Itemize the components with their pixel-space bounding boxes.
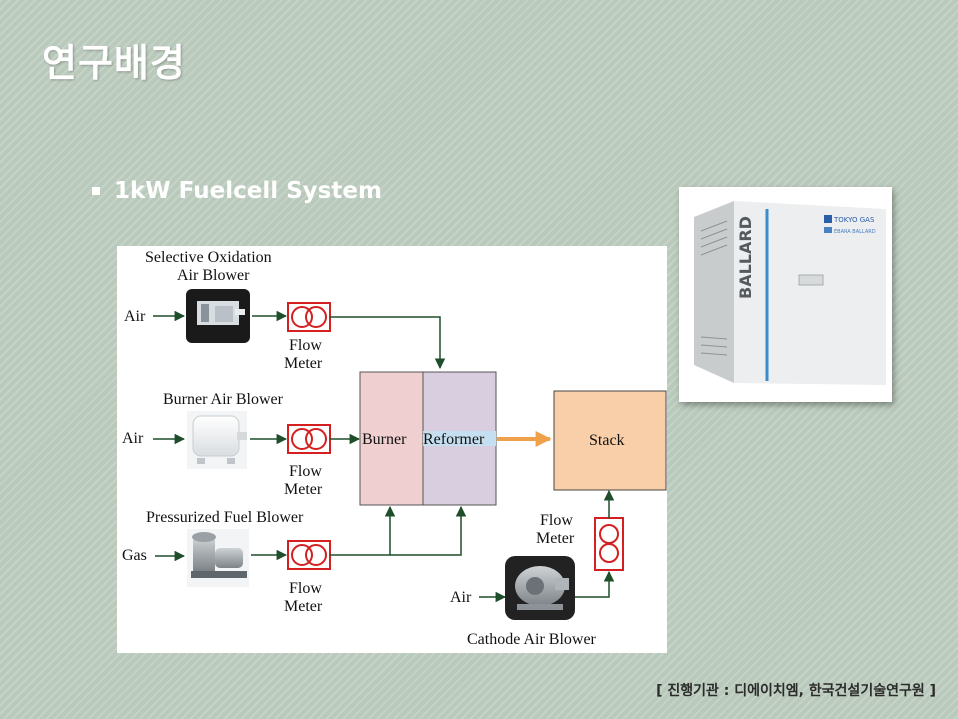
flow-meter-cathode — [594, 517, 624, 571]
cathode-air-blower-image — [505, 556, 575, 620]
fuel-blower-label: Pressurized Fuel Blower — [146, 509, 304, 526]
flow-meter-cathode-label-2: Meter — [536, 530, 575, 547]
reformer-label: Reformer — [423, 431, 485, 448]
logo-bottom-text: EBARA BALLARD — [834, 229, 876, 235]
unit-display-panel — [798, 274, 824, 286]
fuelcell-unit-photo: BALLARD TOKYO GAS EBARA BALLARD — [679, 187, 892, 402]
burner-block — [359, 371, 424, 506]
logo-top-text: TOKYO GAS — [833, 216, 875, 224]
selective-blower-label-2: Air Blower — [177, 267, 250, 284]
unit-front-panel — [734, 201, 886, 385]
flow-meter-3-label-2: Meter — [284, 598, 323, 615]
selective-blower-label-1: Selective Oxidation — [145, 249, 272, 266]
stack-block — [553, 390, 667, 491]
flow-meter-3-label-1: Flow — [289, 580, 322, 597]
burner-air-blower-image — [187, 411, 247, 469]
flow-meter-1 — [287, 302, 331, 332]
selective-oxidation-blower-image — [186, 289, 250, 343]
air-input-label-2: Air — [122, 430, 144, 447]
gas-input-label: Gas — [122, 547, 147, 564]
burner-blower-label: Burner Air Blower — [163, 391, 284, 408]
flow-meter-2-label-2: Meter — [284, 481, 323, 498]
flow-meter-1-label-1: Flow — [289, 337, 322, 354]
bullet-square-icon — [92, 187, 100, 195]
brand-vertical-text: BALLARD — [736, 216, 755, 299]
unit-side-panel — [694, 201, 734, 383]
side-vent-icon — [700, 220, 728, 356]
bullet-item: 1kW Fuelcell System — [92, 178, 382, 204]
flow-meter-2 — [287, 424, 331, 454]
flow-meter-2-label-1: Flow — [289, 463, 322, 480]
air-input-label-cathode: Air — [450, 589, 472, 606]
tokyo-gas-logo-icon: TOKYO GAS EBARA BALLARD — [824, 215, 876, 235]
meter3-to-reformer-arrow — [390, 505, 467, 556]
flow-meter-3 — [287, 540, 331, 570]
burner-label: Burner — [362, 431, 407, 448]
flow-meter-1-label-2: Meter — [284, 355, 323, 372]
pressurized-fuel-blower-image — [187, 529, 249, 587]
footer-credit: [ 진행기관 : 디에이치엠, 한국건설기술연구원 ] — [656, 683, 936, 699]
bullet-text: 1kW Fuelcell System — [114, 178, 382, 204]
meter3-to-burner-arrow — [330, 505, 396, 556]
meter1-to-reformer-arrow — [330, 316, 446, 370]
air-input-label-1: Air — [124, 308, 146, 325]
fuelcell-system-diagram: Selective Oxidation Air Blower Burner Ai… — [117, 246, 667, 653]
cathode-blower-to-meter-arrow — [575, 570, 615, 598]
page-title: 연구배경 — [42, 41, 186, 85]
flow-meter-cathode-label-1: Flow — [540, 512, 573, 529]
reformer-label-highlight — [423, 431, 496, 446]
stack-label: Stack — [589, 432, 625, 449]
cathode-blower-label: Cathode Air Blower — [467, 631, 597, 648]
